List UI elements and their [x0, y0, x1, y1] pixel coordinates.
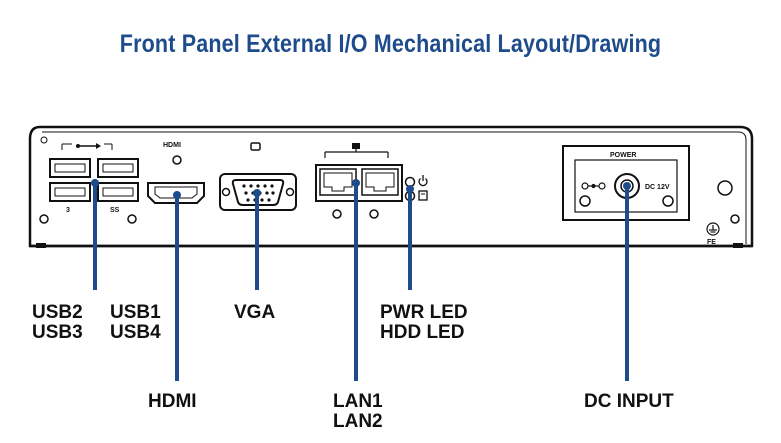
lan-screw-right	[369, 209, 379, 219]
usb-port-top-right	[97, 158, 139, 178]
callout-lan1: LAN1	[333, 391, 383, 412]
dc-screw-right	[662, 195, 674, 207]
screw-hole-top-left	[40, 136, 48, 144]
callout-usb1: USB1	[110, 302, 161, 323]
dc-polarity-icon	[581, 182, 606, 190]
callout-usb3: USB3	[32, 322, 83, 343]
usb-ss-label: SS	[110, 207, 120, 214]
screw-hole-right	[717, 180, 733, 196]
chassis-inner-edge	[42, 131, 747, 244]
vga-symbol-icon	[250, 142, 261, 151]
hdmi-panel-label: HDMI	[163, 142, 181, 149]
callout-lan2: LAN2	[333, 411, 383, 432]
usb-number-label: 3	[66, 207, 70, 214]
callout-usb4: USB4	[110, 322, 161, 343]
callout-hdd-led: HDD LED	[380, 322, 465, 343]
vga-screw-left	[221, 187, 231, 197]
ground-icon	[706, 222, 720, 236]
chassis-foot-right	[733, 243, 743, 248]
screw-hole-right-small	[730, 214, 740, 224]
callout-dc-input: DC INPUT	[584, 391, 674, 412]
fe-label: FE	[707, 239, 716, 246]
usb-port-top-left	[49, 158, 91, 178]
leader-lines	[91, 179, 631, 381]
power-symbol-icon	[418, 175, 428, 187]
vga-screw-right	[285, 187, 295, 197]
screw-hole-left	[39, 214, 49, 224]
lan-screw-left	[332, 209, 342, 219]
lan-symbol-icon	[324, 143, 389, 158]
callout-usb2: USB2	[32, 302, 83, 323]
callout-vga: VGA	[234, 302, 276, 323]
usb-port-bottom-right	[97, 182, 139, 202]
dc-rating-label: DC 12V	[645, 184, 670, 191]
hdmi-indicator-icon	[172, 155, 182, 165]
page-title: Front Panel External I/O Mechanical Layo…	[119, 30, 662, 58]
screw-hole-usb	[127, 214, 137, 224]
callout-pwr-led: PWR LED	[380, 302, 468, 323]
usb-symbol-icon	[61, 143, 113, 150]
callout-hdmi: HDMI	[148, 391, 197, 412]
chassis-foot-left	[36, 243, 46, 248]
dc-screw-left	[579, 195, 591, 207]
hdd-symbol-icon	[418, 190, 428, 201]
usb-block: 3 SS	[39, 136, 139, 224]
power-panel-label: POWER	[610, 152, 636, 159]
led-block	[404, 175, 428, 202]
usb-port-bottom-left	[49, 182, 91, 202]
